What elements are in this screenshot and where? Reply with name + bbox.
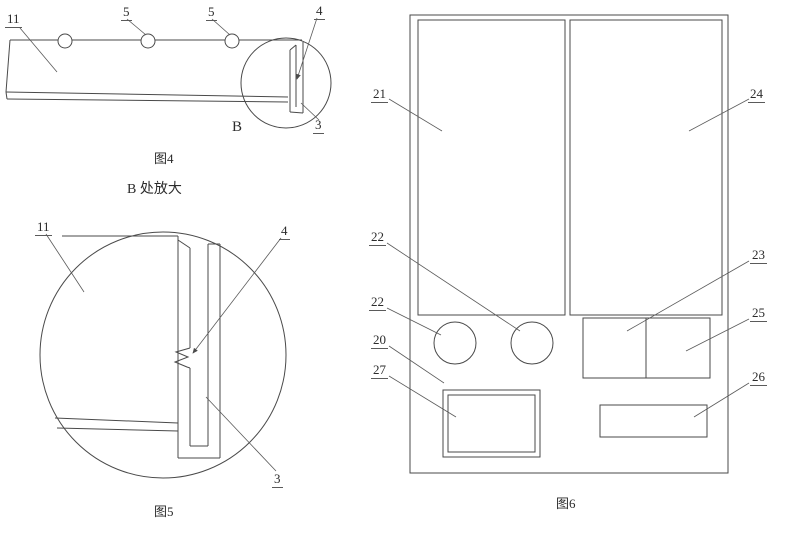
fig4-caption: 图4	[154, 151, 174, 166]
fig4-roller-circle	[224, 33, 240, 49]
fig6-divided-box-23-25	[582, 317, 711, 379]
fig5-label-3: 3	[272, 471, 283, 488]
fig6-slot-box-26	[599, 404, 708, 438]
fig4-label-5b: 5	[206, 4, 217, 21]
fig5-label-4: 4	[279, 223, 290, 240]
fig6-label-22b: 22	[369, 294, 386, 311]
fig4-end-bracket	[289, 42, 304, 114]
fig5-tray-edge	[54, 235, 179, 432]
fig4-roller-circles	[57, 33, 240, 49]
fig6-label-26: 26	[750, 369, 767, 386]
fig6-label-20: 20	[371, 332, 388, 349]
fig4-roller-circle	[57, 33, 73, 49]
fig6-leader-26	[693, 382, 750, 418]
fig6-knob-circle-22-left	[433, 321, 477, 365]
fig6-leader-25	[685, 318, 750, 352]
fig6-label-23: 23	[750, 247, 767, 264]
fig4-detail-circle-B	[240, 37, 332, 129]
fig5-caption: 图5	[154, 504, 174, 519]
fig5-title: B 处放大	[127, 182, 182, 197]
fig6-leader-27	[388, 375, 457, 418]
fig6-leader-24	[688, 98, 750, 132]
fig6-label-21: 21	[371, 86, 388, 103]
fig5-leader-lines	[45, 233, 282, 472]
fig4-label-4: 4	[314, 3, 325, 20]
fig6-caption: 图6	[556, 496, 576, 511]
fig4-leader-3	[300, 102, 320, 121]
fig4-tray-outline	[5, 39, 302, 103]
fig5-channel-bracket	[177, 236, 221, 459]
fig6-label-24: 24	[748, 86, 765, 103]
fig6-knob-circle-22-right	[510, 321, 554, 365]
fig6-label-25: 25	[750, 305, 767, 322]
fig6-label-22a: 22	[369, 229, 386, 246]
fig4-leader-5b	[211, 18, 231, 36]
fig6-leader-22b	[386, 307, 442, 336]
fig6-leader-lines	[386, 98, 750, 418]
fig6-leader-21	[388, 98, 443, 132]
fig6-leader-20	[388, 345, 445, 384]
fig5-leader-4	[192, 237, 282, 354]
fig4-roller-circle	[140, 33, 156, 49]
fig6-right-door-24	[569, 19, 723, 316]
fig5-enlargement-circle	[39, 231, 287, 479]
fig4-leader-5a	[126, 18, 147, 36]
fig6-label-27: 27	[371, 362, 388, 379]
fig5-clip-part4	[173, 347, 191, 369]
fig4-label-11: 11	[5, 11, 22, 28]
fig6-cabinet-outline	[409, 14, 729, 474]
fig4-label-5a: 5	[121, 4, 132, 21]
fig4-detail-marker-B: B	[232, 119, 243, 135]
fig6-leader-23	[626, 260, 750, 332]
fig4-label-3: 3	[313, 117, 324, 134]
fig5-label-11: 11	[35, 219, 52, 236]
fig5-leader-3	[205, 396, 277, 472]
fig4-leader-11	[19, 27, 58, 73]
fig6-left-door-21	[417, 19, 566, 316]
fig4-leader-4	[296, 17, 318, 80]
fig5-leader-11	[45, 233, 85, 293]
fig6-leader-22a	[386, 242, 521, 332]
fig4-leader-lines	[19, 17, 320, 121]
fig6-display-box-27	[442, 389, 541, 458]
